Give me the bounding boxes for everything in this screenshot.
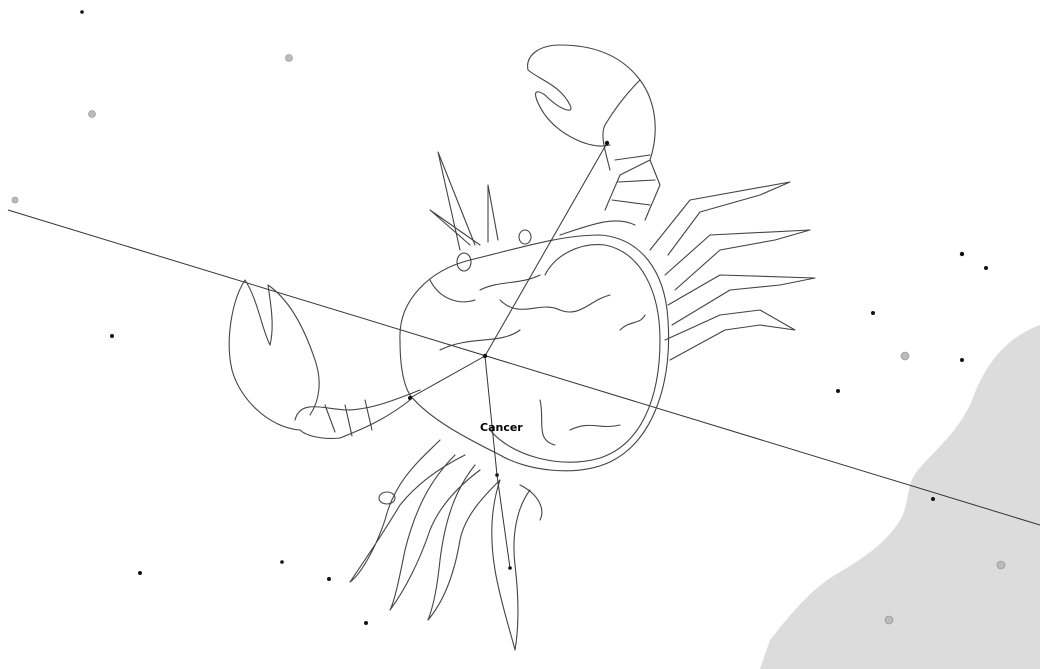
star [80, 10, 84, 14]
star [408, 396, 412, 400]
star [280, 560, 284, 564]
star [508, 566, 512, 570]
constellation-label: Cancer [480, 421, 523, 434]
star [364, 621, 368, 625]
star [836, 389, 840, 393]
star [327, 577, 331, 581]
star [110, 334, 114, 338]
star [89, 111, 96, 118]
star [286, 55, 293, 62]
star [495, 473, 499, 477]
star [605, 141, 609, 145]
crab-figure-icon [229, 45, 815, 650]
star [871, 311, 875, 315]
constellation-lines [410, 143, 607, 568]
star [960, 252, 964, 256]
star [483, 354, 487, 358]
star [997, 561, 1005, 569]
star-field [12, 10, 1005, 625]
star [138, 571, 142, 575]
star [901, 352, 909, 360]
star [12, 197, 18, 203]
star [885, 616, 893, 624]
star [984, 266, 988, 270]
ecliptic-line [8, 210, 1040, 525]
star [931, 497, 935, 501]
star [960, 358, 964, 362]
milky-way-region [760, 325, 1040, 669]
